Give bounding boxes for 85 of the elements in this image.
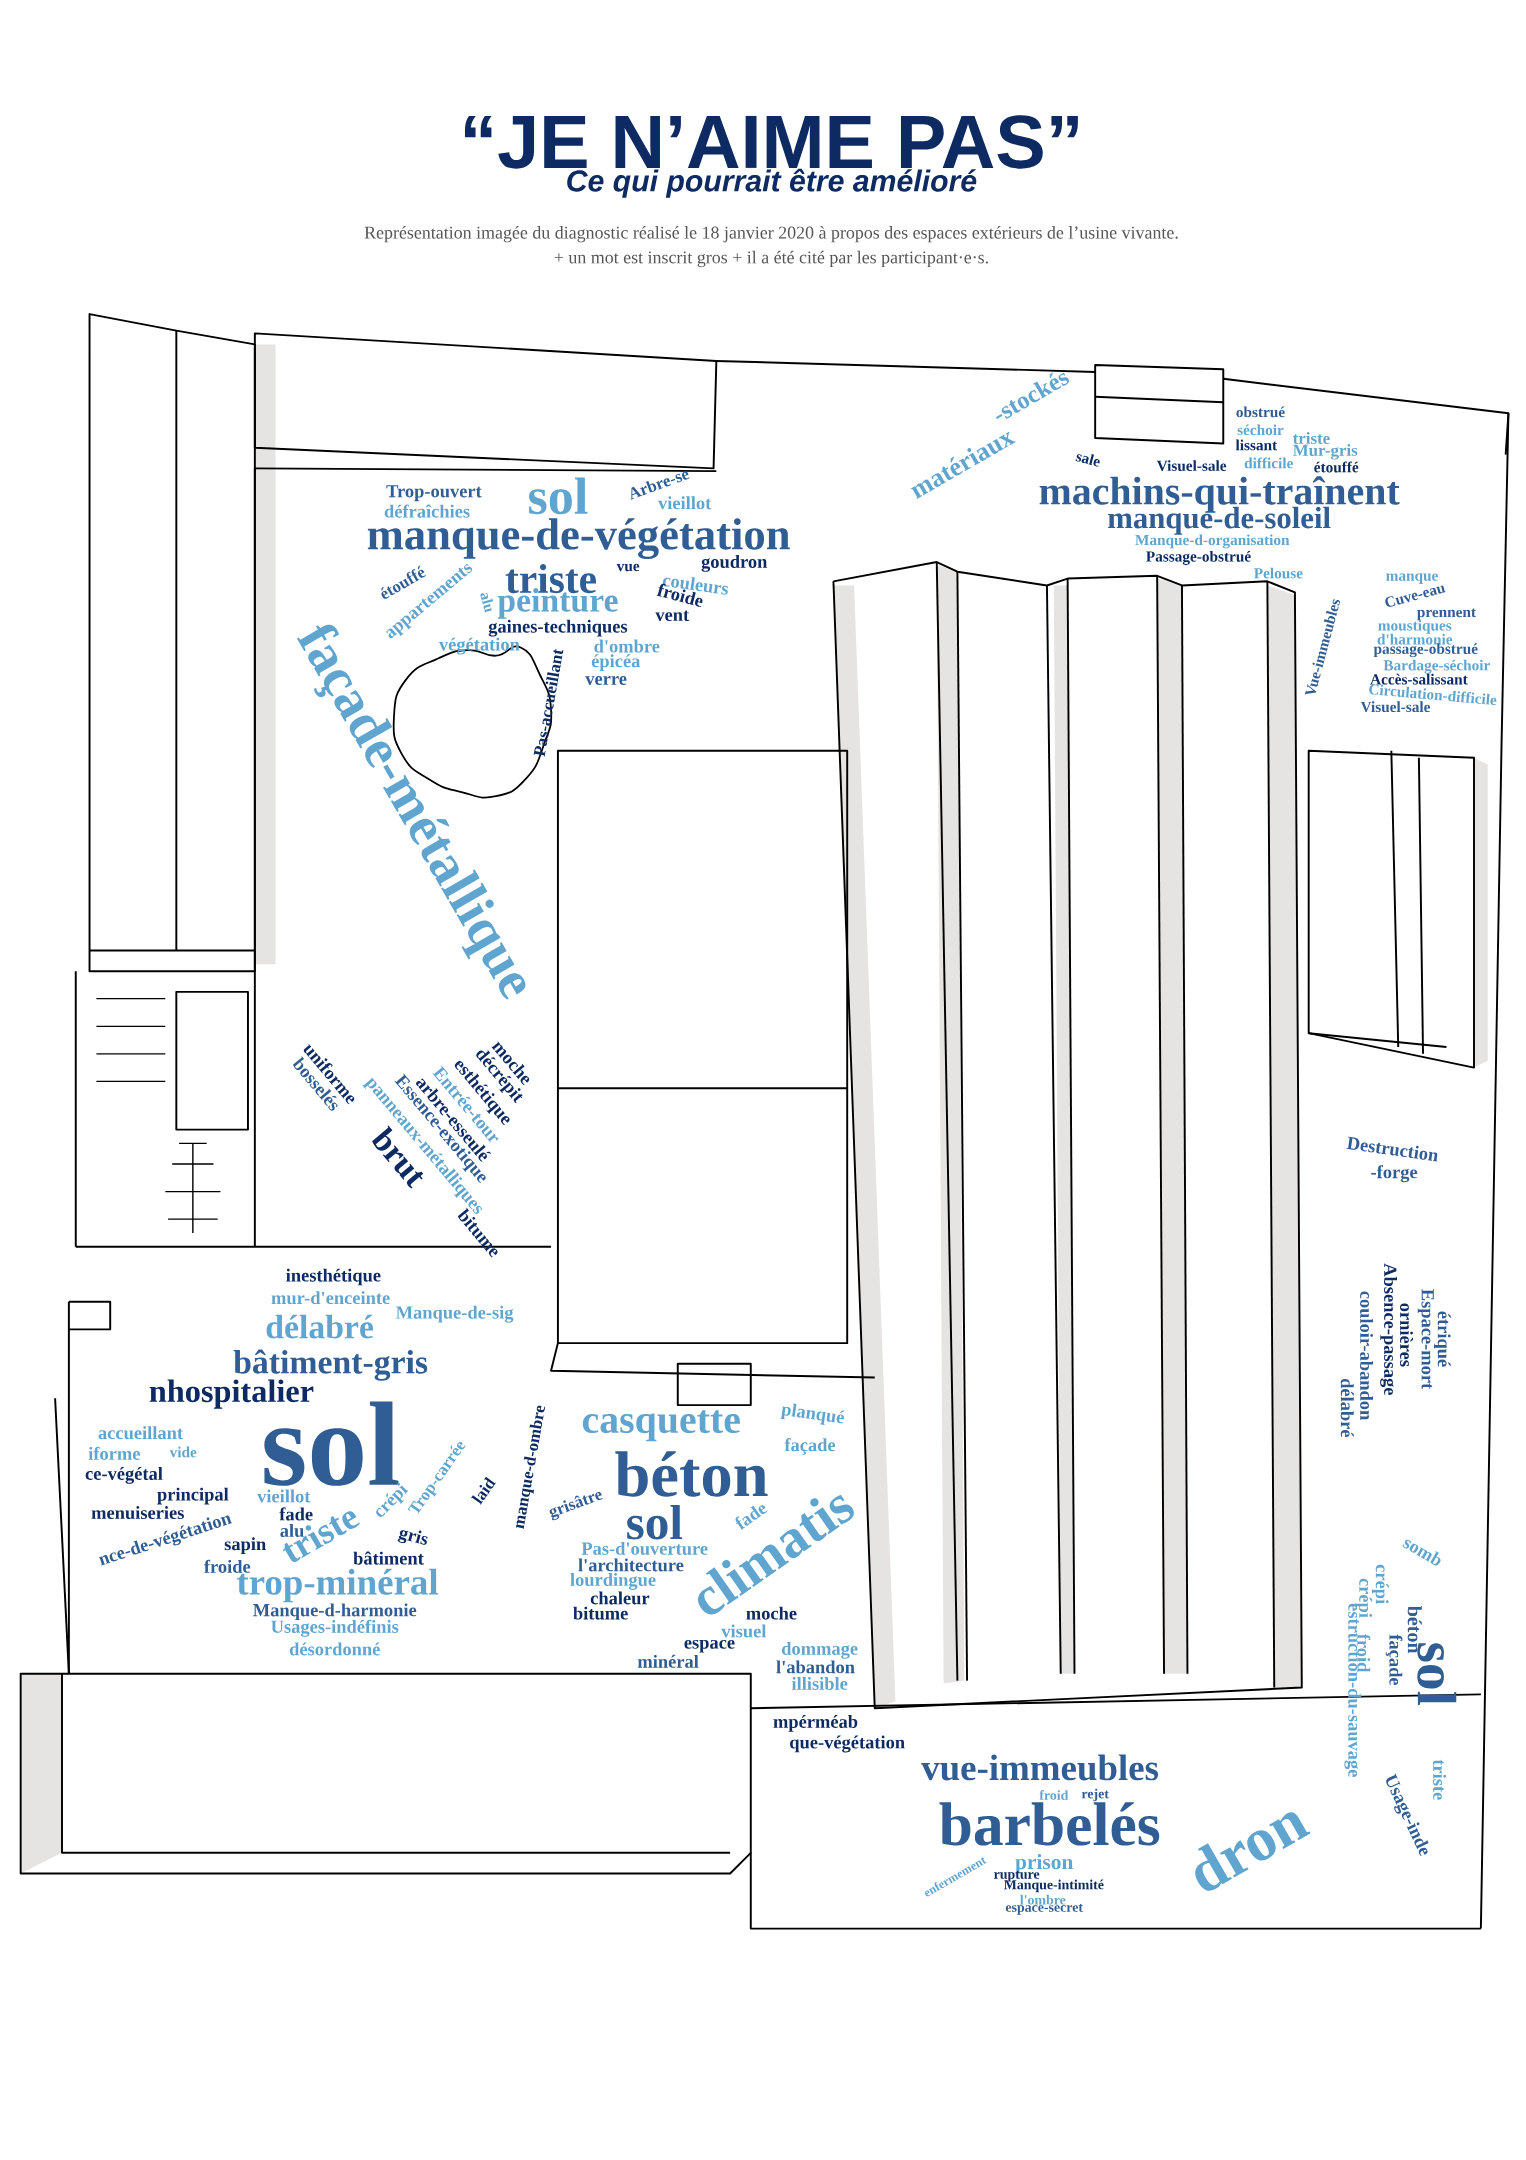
word: alu <box>480 593 493 613</box>
word: triste <box>1292 432 1330 444</box>
description-text: + un mot est inscrit gros + il a été cité par les participant·e·s. <box>554 250 988 268</box>
word: Passage-obstrué <box>1145 550 1251 565</box>
word: séchoir <box>1237 424 1284 436</box>
word: bitume <box>573 1606 628 1620</box>
word: Manque-d-harmonie <box>252 1603 417 1621</box>
word: bâtiment-gris <box>233 1349 428 1381</box>
word: Espace-mort <box>1417 1289 1434 1390</box>
word: épicéa <box>591 654 640 671</box>
word: Trop-ouvert <box>386 485 482 502</box>
word: prennent <box>1416 608 1476 621</box>
word: passage-obstrué <box>1373 643 1478 658</box>
word: l'ombre <box>1019 1894 1066 1905</box>
word: inesthétique <box>285 1268 381 1286</box>
word: Destruction <box>1346 1136 1438 1162</box>
word: Mur-gris <box>1292 444 1358 460</box>
word: illisible <box>791 1676 848 1690</box>
word: barbelés <box>939 1802 1160 1846</box>
word: ornières <box>1399 1303 1413 1367</box>
word: vide <box>169 1446 197 1458</box>
word: chaleur <box>590 1591 650 1605</box>
word: gris <box>397 1530 428 1545</box>
word: Pelouse <box>1253 567 1303 579</box>
word: lissant <box>1235 439 1277 451</box>
word: somb <box>1402 1539 1441 1566</box>
word: moustiques <box>1378 619 1452 634</box>
word: mpérméab <box>773 1714 858 1732</box>
word: mur-d'enceinte <box>271 1291 390 1305</box>
word: délabré <box>266 1314 373 1339</box>
word: l'architecture <box>578 1558 684 1572</box>
word: vue-immeubles <box>921 1754 1158 1781</box>
word: laid <box>470 1476 496 1505</box>
word: Manque-d-organisation <box>1135 534 1290 549</box>
word: Absence-passage <box>1380 1263 1397 1395</box>
word: défraîchies <box>384 504 470 518</box>
title: “JE N’AIME PAS” <box>464 115 1078 169</box>
word: crépi <box>1371 1564 1389 1604</box>
word: Cuve-eau <box>1385 585 1446 607</box>
word: principal <box>157 1487 229 1505</box>
description-text: Représentation imagée du diagnostic réalisé le 18 janvier 2020 à propos des espaces extérieurs de l’usine vivante. <box>364 226 1178 243</box>
word: dommage <box>781 1641 858 1659</box>
word: visuel <box>721 1624 766 1638</box>
word: dron <box>1195 1812 1311 1891</box>
word: sale <box>1075 453 1100 467</box>
word: Usages-indéfinis <box>271 1619 399 1637</box>
word: planqué <box>780 1403 845 1425</box>
word: rejet <box>1081 1788 1109 1802</box>
word: froid <box>1039 1790 1069 1800</box>
word: iforme <box>88 1446 140 1460</box>
word: verre <box>585 676 627 685</box>
word: casquette <box>582 1410 740 1442</box>
word: accueillant <box>98 1426 183 1440</box>
word: l'abandon <box>776 1660 855 1674</box>
word: difficile <box>1244 457 1293 469</box>
word: minéral <box>637 1654 699 1668</box>
subtitle: Ce qui pourrait être amélioré <box>567 168 977 198</box>
word: façade <box>1385 1634 1403 1686</box>
word: sol <box>528 477 588 515</box>
word: vieillot <box>257 1489 311 1503</box>
word: espace-secret <box>1005 1903 1083 1915</box>
word: que-végétation <box>789 1735 905 1753</box>
word: béton <box>615 1451 768 1497</box>
word: Manque-de-sig <box>395 1305 514 1323</box>
word: couloir-abandon <box>1359 1291 1373 1420</box>
word: vent <box>655 610 689 622</box>
word: espace <box>684 1639 735 1653</box>
word: d'ombre <box>594 639 660 653</box>
word: étriqué <box>1433 1311 1451 1367</box>
word: étouffé <box>1314 461 1359 473</box>
word: délabré <box>1340 1378 1354 1438</box>
word: façade <box>784 1438 835 1455</box>
word: triste <box>1432 1759 1446 1800</box>
word: -forge <box>1371 1165 1417 1183</box>
word: Accès-salissant <box>1370 673 1468 685</box>
word: sol <box>626 1504 683 1540</box>
word: Bardage-séchoir <box>1383 659 1490 674</box>
word: d'harmonie <box>1377 633 1452 645</box>
word: manque <box>1385 573 1438 584</box>
word: vue <box>616 563 640 572</box>
word: lourdingue <box>570 1573 656 1590</box>
word: Visuel-sale <box>1156 460 1226 471</box>
word: désordonné <box>289 1642 380 1656</box>
word: ce-végétal <box>85 1466 163 1484</box>
word: obstrué <box>1236 406 1285 418</box>
